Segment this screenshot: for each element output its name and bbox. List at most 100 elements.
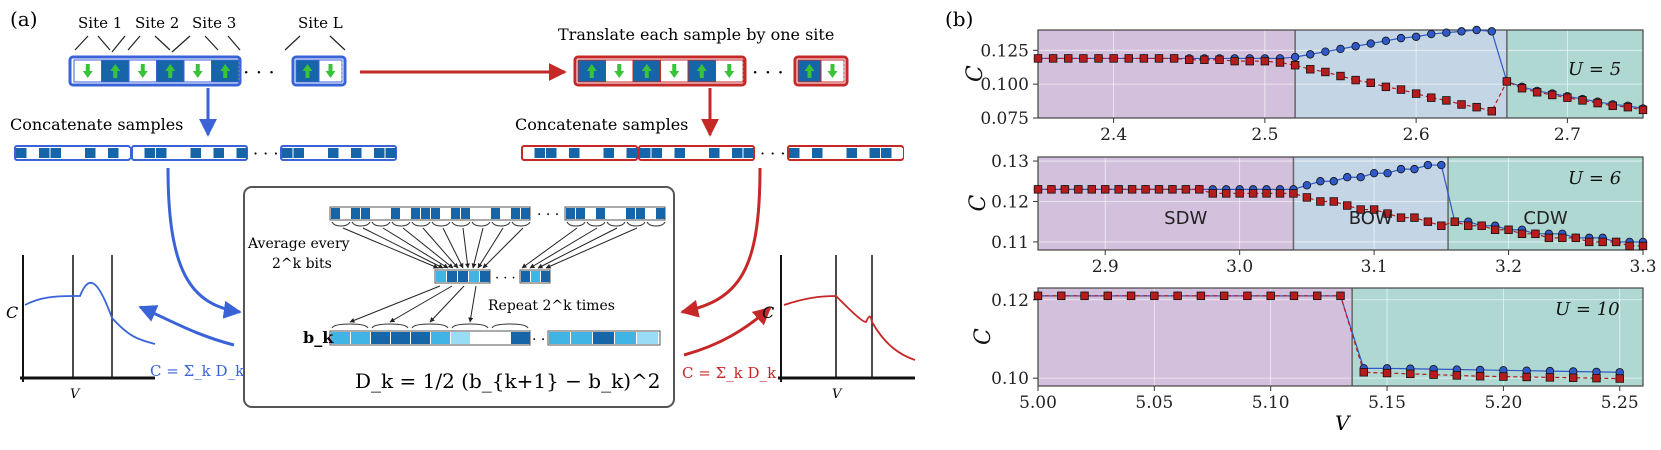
data-point	[1275, 189, 1285, 198]
y-tick-label: 0.10	[991, 369, 1029, 389]
svg-text:V: V	[832, 387, 843, 402]
spin-up-icon	[165, 64, 176, 78]
coarse-graining-diagram: · · ·· · ·· ·	[329, 206, 666, 348]
data-point	[1450, 217, 1459, 226]
bit-cell	[458, 271, 468, 282]
bit-cell	[511, 208, 520, 219]
data-point	[1396, 213, 1406, 222]
data-point	[1181, 185, 1191, 194]
data-point	[1475, 371, 1485, 381]
data-point	[1215, 55, 1224, 64]
data-point	[1615, 374, 1624, 383]
x-tick-label: 3.2	[1495, 257, 1522, 277]
data-point	[1625, 241, 1634, 251]
svg-text:C: C	[762, 303, 774, 322]
x-tick-label: 5.25	[1601, 393, 1639, 413]
y-tick-label: 0.11	[991, 233, 1029, 253]
bit-cell	[225, 148, 236, 158]
bit-cell	[646, 208, 655, 219]
bit-cell	[491, 332, 510, 344]
x-tick-label: 3.3	[1629, 257, 1656, 277]
panel-a: (a) Site 1 Site 2 Site 3 Site L · · · Tr…	[6, 7, 916, 408]
bit-cell	[351, 208, 360, 219]
data-point	[1548, 90, 1557, 100]
bit-cell	[351, 148, 362, 158]
bit-cell	[603, 148, 614, 158]
data-point	[1185, 55, 1194, 64]
data-point	[1275, 58, 1285, 67]
bit-cell	[636, 208, 645, 219]
bit-cell	[202, 148, 213, 158]
data-point	[1306, 65, 1315, 74]
data-point	[1306, 50, 1315, 59]
concat-row-left: · · ·	[14, 144, 397, 163]
data-point	[1124, 54, 1133, 63]
bit-cell	[411, 208, 420, 219]
bit-cell	[674, 148, 685, 158]
site-1-label: Site 1	[78, 14, 122, 32]
bit-cell	[447, 271, 457, 282]
panel-b-label: (b)	[945, 7, 973, 31]
site-2-label: Site 2	[135, 14, 179, 32]
bit-cell	[385, 148, 396, 158]
bit-cell	[361, 208, 370, 219]
sum-formula-right: C = Σ_k D_k	[682, 364, 777, 382]
data-point	[1208, 189, 1217, 198]
svg-text:· ·: · ·	[532, 332, 545, 348]
bit-cell	[328, 148, 339, 158]
data-point	[1522, 372, 1531, 382]
data-point	[1427, 93, 1436, 102]
spin-down-icon	[614, 64, 625, 78]
data-point	[1490, 225, 1500, 234]
bit-cell	[637, 332, 658, 344]
data-point	[1381, 36, 1391, 46]
bit-cell	[521, 271, 530, 282]
bit-cell	[381, 208, 390, 219]
curve-arrow-left-out	[138, 305, 235, 347]
data-point	[1079, 54, 1088, 63]
bit-cell	[501, 208, 510, 219]
curve-arrow-right-out	[683, 306, 772, 357]
data-point	[1487, 27, 1496, 36]
data-point	[1472, 25, 1481, 35]
data-point	[1230, 56, 1239, 66]
bit-cell	[96, 148, 107, 158]
phase-region	[1295, 30, 1507, 118]
x-tick-label: 2.5	[1251, 125, 1278, 145]
bit-cell	[282, 148, 293, 158]
data-point	[1499, 372, 1508, 381]
bit-cell	[521, 208, 530, 219]
data-point	[1472, 102, 1481, 112]
bit-cell	[85, 148, 96, 158]
bit-cell	[835, 148, 846, 158]
data-point	[1487, 107, 1496, 116]
data-point	[1457, 100, 1466, 109]
schematic-plot-right: C V	[762, 255, 916, 402]
bit-cell	[441, 208, 450, 219]
bit-cell	[401, 208, 410, 219]
data-point	[1396, 33, 1406, 43]
data-point	[1169, 54, 1179, 63]
data-point	[1423, 217, 1433, 226]
bit-cell	[391, 332, 410, 344]
data-point	[1222, 189, 1231, 198]
bit-cell	[566, 208, 575, 219]
bit-cell	[534, 148, 545, 158]
bit-cell	[606, 208, 615, 219]
bit-cell	[331, 208, 340, 219]
data-point	[1545, 373, 1555, 382]
data-point	[1578, 96, 1587, 105]
data-point	[1544, 233, 1554, 243]
bit-cell	[421, 208, 430, 219]
bit-cell	[491, 208, 500, 219]
data-point	[1266, 291, 1275, 301]
data-point	[1033, 291, 1043, 301]
data-point	[1173, 291, 1182, 301]
data-point	[1033, 54, 1043, 63]
concat-left-text: Concatenate samples	[10, 115, 183, 134]
data-point	[1114, 185, 1123, 194]
bit-cell	[651, 148, 662, 158]
spin-down-icon	[724, 64, 735, 78]
